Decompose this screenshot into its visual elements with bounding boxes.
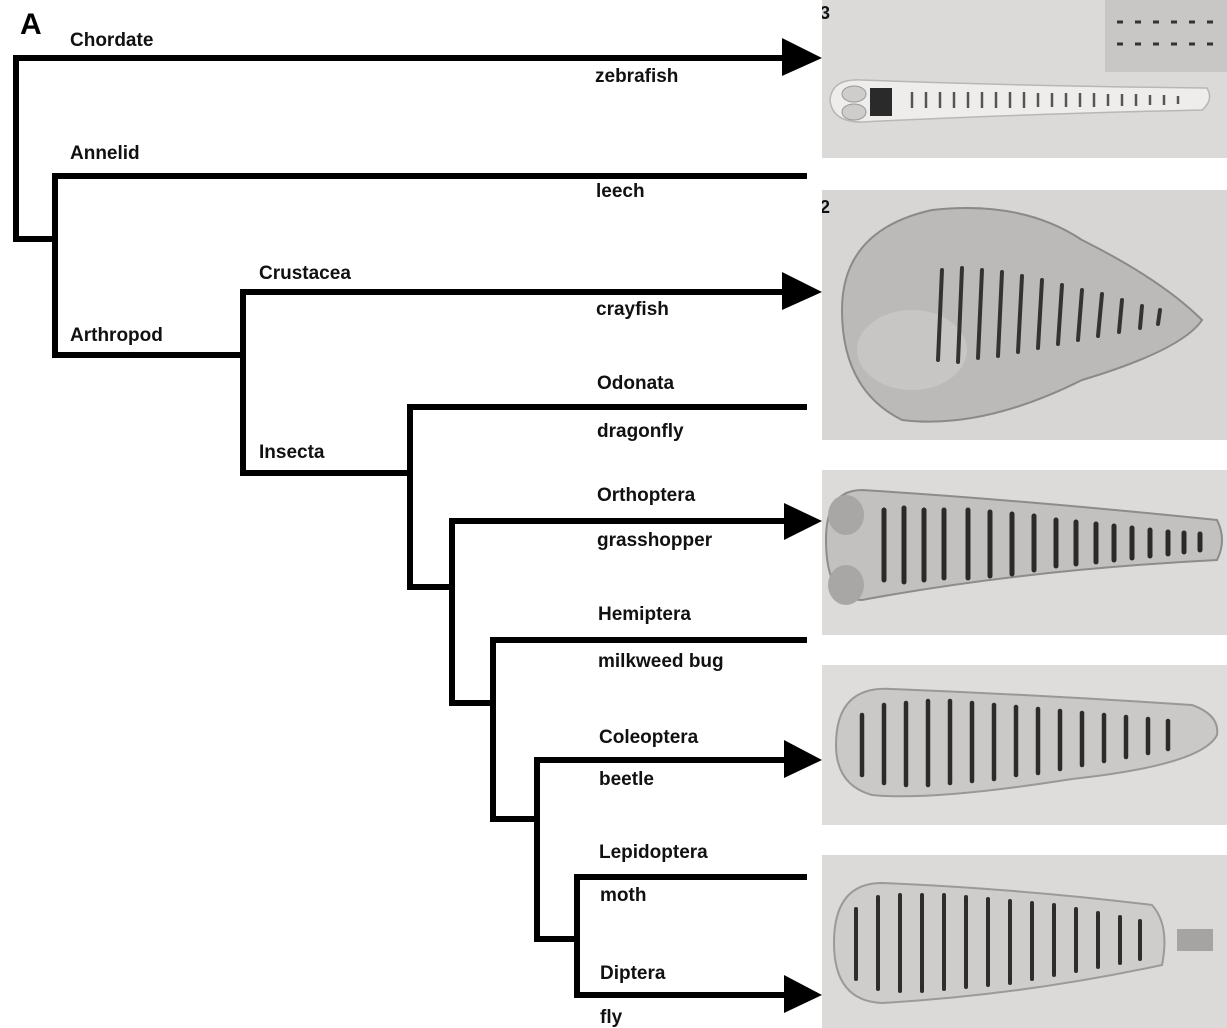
label-milkweed-bug: milkweed bug bbox=[598, 652, 724, 671]
arrowhead-zebrafish bbox=[782, 38, 822, 76]
arrowhead-fly bbox=[784, 975, 822, 1013]
grasshopper-embryo bbox=[822, 470, 1227, 635]
branch-post-coleoptera bbox=[537, 760, 577, 939]
label-odonata: Odonata bbox=[597, 374, 674, 393]
zebrafish-embryo bbox=[822, 0, 1227, 158]
label-insecta: Insecta bbox=[259, 443, 324, 462]
crayfish-embryo bbox=[822, 190, 1227, 440]
branch-post-orthoptera bbox=[452, 521, 493, 703]
label-zebrafish: zebrafish bbox=[595, 67, 678, 86]
label-crayfish: crayfish bbox=[596, 300, 669, 319]
label-dragonfly: dragonfly bbox=[597, 422, 684, 441]
label-moth: moth bbox=[600, 886, 646, 905]
label-lepidoptera: Lepidoptera bbox=[599, 843, 708, 862]
label-crustacea: Crustacea bbox=[259, 264, 351, 283]
label-fly: fly bbox=[600, 1008, 622, 1027]
branch-post-odonata bbox=[410, 407, 452, 587]
label-chordate: Chordate bbox=[70, 31, 153, 50]
arrowhead-crayfish bbox=[782, 272, 822, 310]
label-arthropod: Arthropod bbox=[70, 326, 163, 345]
label-beetle: beetle bbox=[599, 770, 654, 789]
grasshopper-embryo-image bbox=[822, 470, 1227, 635]
label-hemiptera: Hemiptera bbox=[598, 605, 691, 624]
beetle-embryo bbox=[822, 665, 1227, 825]
crayfish-embryo-image: 2 bbox=[822, 190, 1227, 440]
arrowhead-beetle bbox=[784, 740, 822, 778]
label-orthoptera: Orthoptera bbox=[597, 486, 695, 505]
label-diptera: Diptera bbox=[600, 964, 665, 983]
branch-root bbox=[16, 58, 55, 239]
fly-embryo-image bbox=[822, 855, 1227, 1028]
fly-embryo bbox=[822, 855, 1227, 1028]
label-annelid: Annelid bbox=[70, 144, 140, 163]
zebrafish-embryo-image: 3 bbox=[822, 0, 1227, 158]
label-leech: leech bbox=[596, 182, 645, 201]
beetle-embryo-image bbox=[822, 665, 1227, 825]
branch-post-hemiptera bbox=[493, 640, 537, 819]
label-coleoptera: Coleoptera bbox=[599, 728, 698, 747]
arrowhead-grasshopper bbox=[784, 503, 822, 540]
label-grasshopper: grasshopper bbox=[597, 531, 712, 550]
